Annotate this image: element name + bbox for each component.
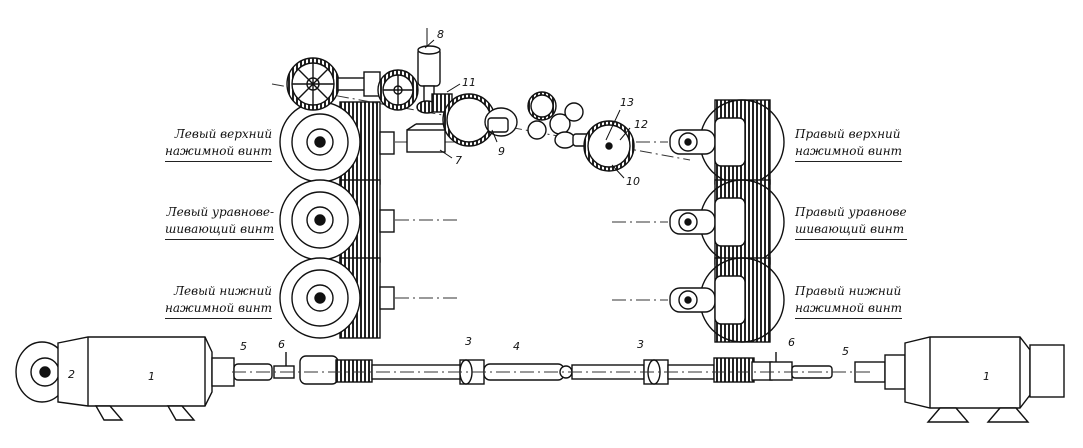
spoked-wheel-left	[286, 57, 340, 111]
right-lower-screw	[669, 257, 785, 343]
gear-large	[442, 93, 496, 147]
label-left-upper: Левый верхний нажимной винт	[165, 126, 273, 162]
part-number: 6	[788, 336, 795, 349]
part-number: 10	[626, 175, 640, 188]
label-right-lower: Правый нижний нажимной винт	[795, 283, 903, 319]
part-number: 1	[148, 370, 155, 383]
part-number: 3	[465, 335, 472, 348]
right-screw-stack	[669, 99, 785, 343]
part-number: 9	[498, 145, 505, 158]
motor-right	[854, 336, 1065, 423]
motor-left	[15, 336, 273, 421]
right-upper-screw	[669, 99, 785, 185]
part-number: 5	[842, 345, 849, 358]
label-right-upper: Правый верхний нажимной винт	[795, 126, 903, 162]
spoked-wheel-right	[377, 69, 419, 111]
part-number: 4	[513, 340, 520, 353]
label-right-middle: Правый уравнове шивающий винт	[795, 204, 907, 240]
label-left-middle: Левый уравнове- шивающий винт	[165, 204, 275, 240]
right-middle-screw	[669, 179, 785, 265]
part-numbers: 1 2 5 6 3 4 3 6 5 1 7 8 9 10 11 12 13	[68, 28, 990, 383]
gear-12	[583, 120, 635, 172]
left-screw-stack	[279, 101, 395, 339]
label-left-lower: Левый нижний нажимной винт	[165, 283, 273, 319]
part-number: 5	[240, 340, 247, 353]
bottom-shaft	[15, 336, 1065, 423]
part-number: 6	[278, 338, 285, 351]
part-number: 11	[462, 76, 476, 89]
top-gear-train	[271, 28, 691, 172]
left-centerlines	[395, 141, 460, 299]
part-number: 2	[68, 368, 75, 381]
left-upper-screw	[279, 101, 395, 185]
part-number: 13	[620, 96, 634, 109]
left-lower-screw	[279, 257, 395, 339]
part-number: 1	[983, 370, 990, 383]
part-number: 3	[637, 338, 644, 351]
part-number: 12	[634, 118, 648, 131]
part-number: 7	[455, 154, 462, 167]
left-middle-screw	[279, 179, 395, 263]
part-number: 8	[437, 28, 444, 41]
